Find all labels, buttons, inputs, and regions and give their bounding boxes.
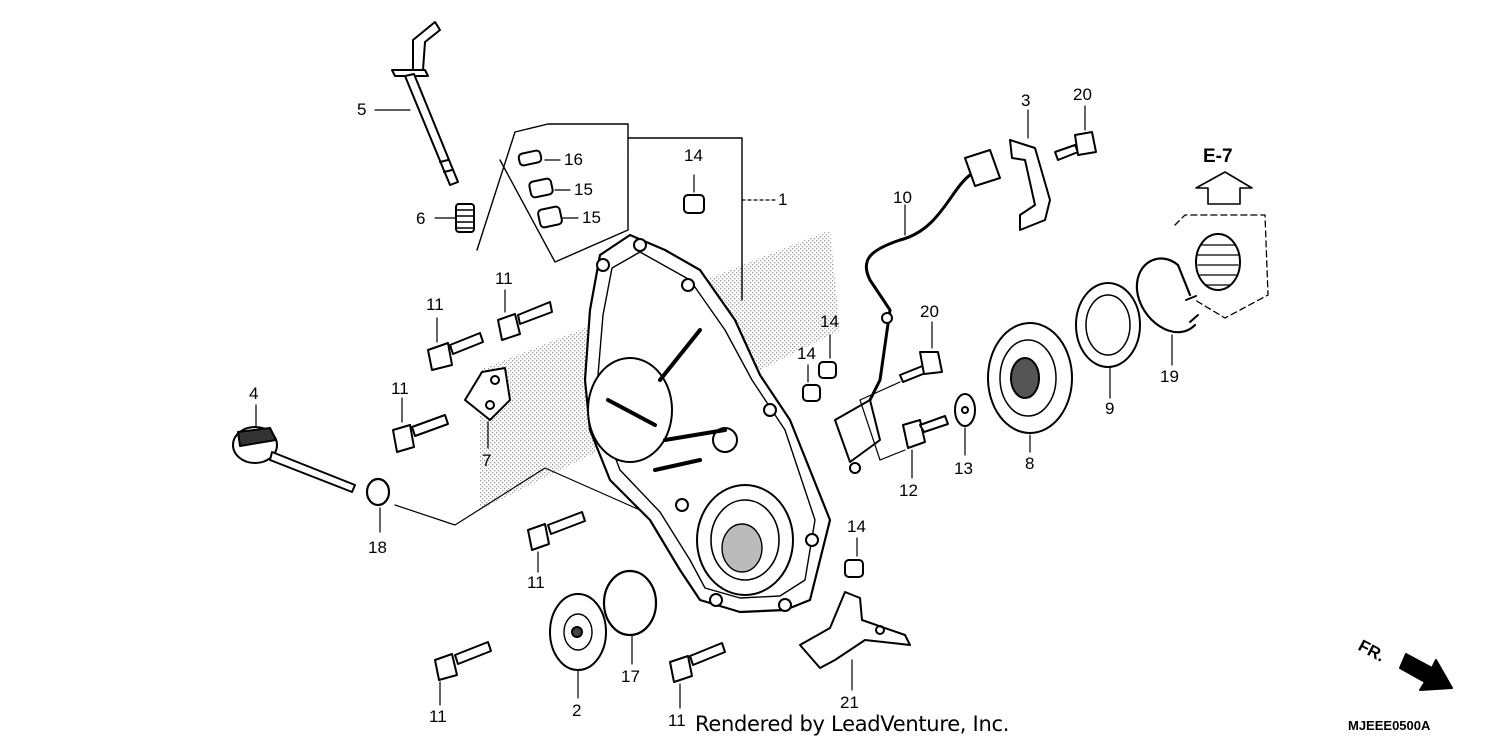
part-15-dowel-a[interactable] <box>528 177 554 199</box>
part-16-dowel[interactable] <box>517 149 543 167</box>
callout-11: 11 <box>426 295 444 314</box>
part-21-bracket[interactable] <box>799 591 911 669</box>
callout-14: 14 <box>797 344 816 363</box>
part-17-gasket-ring[interactable] <box>602 569 658 637</box>
callout-2: 2 <box>572 701 582 720</box>
part-11-bolt-a[interactable] <box>427 332 484 371</box>
callout-3: 3 <box>1021 91 1031 110</box>
callout-6: 6 <box>416 209 426 228</box>
part-15-dowel-b[interactable] <box>537 205 563 229</box>
callout-21: 21 <box>840 693 859 712</box>
part-20-bolt-b[interactable] <box>899 351 943 383</box>
callout-12: 12 <box>899 481 918 500</box>
callout-11: 11 <box>391 379 409 398</box>
part-10-sensor-harness[interactable] <box>834 149 1001 474</box>
callout-14: 14 <box>820 312 839 331</box>
part-14-dowel-c[interactable] <box>802 384 821 402</box>
callout-11: 11 <box>495 269 513 288</box>
callout-7: 7 <box>482 451 492 470</box>
part-6-spring[interactable] <box>455 203 475 233</box>
part-20-bolt-a[interactable] <box>1054 131 1097 161</box>
part-19-snap-ring[interactable] <box>1135 257 1199 334</box>
part-4-dipstick[interactable] <box>232 426 356 493</box>
part-14-dowel-a[interactable] <box>683 194 705 214</box>
callout-15: 15 <box>582 208 601 227</box>
callout-11: 11 <box>429 707 447 726</box>
part-12-bolt[interactable] <box>902 415 949 449</box>
part-5-shaft[interactable] <box>391 21 459 186</box>
callout-8: 8 <box>1025 454 1035 473</box>
callout-13: 13 <box>954 459 973 478</box>
part-9-ring[interactable] <box>1075 282 1141 368</box>
callout-20: 20 <box>920 302 939 321</box>
part-7-bracket[interactable] <box>464 367 511 421</box>
part-2-seal[interactable] <box>549 593 607 671</box>
callout-19: 19 <box>1160 367 1179 386</box>
callout-9: 9 <box>1105 399 1115 418</box>
callout-11: 11 <box>527 573 545 592</box>
part-14-dowel-d[interactable] <box>844 559 864 578</box>
callout-4: 4 <box>249 384 259 403</box>
part-11-bolt-b[interactable] <box>497 301 553 341</box>
part-11-bolt-c[interactable] <box>392 414 449 453</box>
callout-11: 11 <box>668 711 686 730</box>
part-18-o-ring[interactable] <box>365 477 391 507</box>
callout-16: 16 <box>564 150 583 169</box>
callout-14: 14 <box>847 517 866 536</box>
part-1-cover[interactable] <box>583 233 832 614</box>
part-11-bolt-d[interactable] <box>527 511 586 551</box>
callout-20: 20 <box>1073 85 1092 104</box>
callout-5: 5 <box>357 100 367 119</box>
part-8-rotor[interactable] <box>987 322 1073 434</box>
part-13-washer[interactable] <box>954 393 976 427</box>
callout-1: 1 <box>778 190 788 209</box>
diagram-code: MJEEE0500A <box>1348 718 1431 733</box>
callout-17: 17 <box>621 667 640 686</box>
part-11-bolt-f[interactable] <box>669 642 726 683</box>
part-14-dowel-b[interactable] <box>818 361 837 379</box>
callout-10: 10 <box>893 188 912 207</box>
part-11-bolt-e[interactable] <box>434 641 492 681</box>
callout-15: 15 <box>574 180 593 199</box>
callout-14: 14 <box>684 146 703 165</box>
part-3-clamp[interactable] <box>1009 139 1051 231</box>
e7-reference-box <box>1174 171 1269 319</box>
render-credit: Rendered by LeadVenture, Inc. <box>695 712 1010 736</box>
front-direction-arrow <box>1399 653 1453 691</box>
e7-reference-label: E-7 <box>1203 146 1233 167</box>
callout-18: 18 <box>368 538 387 557</box>
